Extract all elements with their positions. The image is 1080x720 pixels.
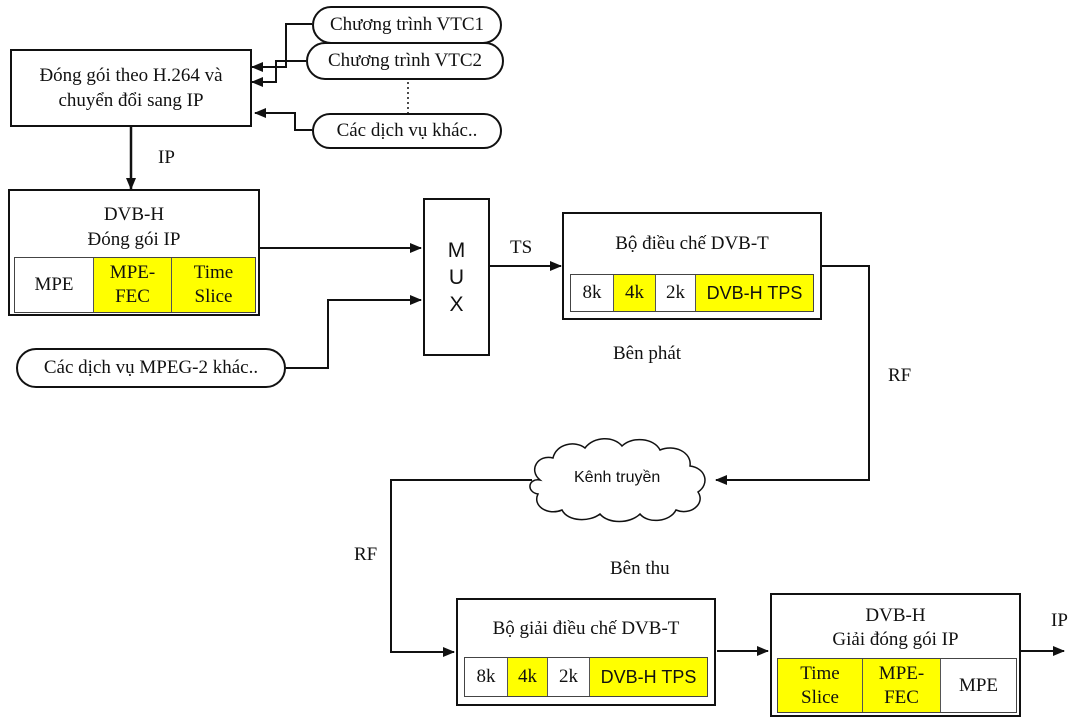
arrow-mpeg2-to-mux [286, 295, 422, 369]
ip-label-top: IP [158, 147, 175, 168]
receive-side-label: Bên thu [610, 558, 670, 579]
dvbh-tx-cells: MPE MPE- FEC Time Slice [14, 257, 256, 313]
dvbh-tx-subtitle: Đóng gói IP [87, 229, 181, 250]
arrow-vtc2-to-encap [251, 60, 306, 87]
encapsulation-box: Đóng gói theo H.264 và chuyển đổi sang I… [10, 49, 252, 127]
dvbh-rx-cell: MPE- FEC [862, 659, 940, 712]
dvbh-rx-cell: Time Slice [778, 659, 862, 712]
mux-letter: M [447, 239, 466, 262]
demodulator-cells: 8k 4k 2k DVB-H TPS [464, 657, 708, 697]
dvbh-tx-title: DVB-H [103, 204, 165, 225]
arrow-vtc1-to-encap [251, 23, 312, 72]
modulator-cell: 2k [655, 275, 695, 311]
channel-label: Kênh truyền [574, 469, 661, 486]
dvbh-tx-cell: MPE [34, 274, 74, 295]
dvbh-rx-box: DVB-H Giải đóng gói IP Time Slice MPE- F… [770, 593, 1021, 717]
dvbh-rx-title: DVB-H [865, 605, 926, 626]
arrow-other-to-encap [254, 108, 312, 131]
dvbh-rx-subtitle: Giải đóng gói IP [832, 629, 959, 650]
mux-letter: U [448, 266, 465, 289]
modulator-cell: 8k [571, 275, 613, 311]
modulator-cell: 4k [613, 275, 655, 311]
source-vtc1-label: Chương trình VTC1 [329, 14, 485, 35]
demodulator-cell: DVB-H TPS [589, 658, 707, 696]
modulator-cells: 8k 4k 2k DVB-H TPS [570, 274, 814, 312]
cloud-shape [529, 438, 706, 523]
mpeg2-services-label: Các dịch vụ MPEG-2 khác.. [43, 357, 259, 378]
rf-label-left: RF [354, 544, 378, 565]
source-vtc2-label: Chương trình VTC2 [327, 50, 483, 71]
dvbh-tx-box: DVB-H Đóng gói IP MPE MPE- FEC Time Slic… [8, 189, 260, 316]
demodulator-title: Bộ giải điều chế DVB-T [492, 618, 680, 639]
ip-label-out: IP [1051, 610, 1068, 631]
arrow-modulator-to-channel [715, 265, 870, 485]
demodulator-cell: 8k [465, 658, 507, 696]
arrow-channel-to-demod [390, 479, 532, 657]
source-other-label: Các dịch vụ khác.. [336, 120, 478, 141]
source-other-services: Các dịch vụ khác.. [312, 113, 502, 149]
mux-box: M U X [423, 198, 490, 356]
dvbh-tx-cell: MPE- FEC [93, 258, 171, 312]
modulator-cell: DVB-H TPS [695, 275, 813, 311]
dvbh-tx-cell: Time Slice [171, 258, 255, 312]
mpeg2-services: Các dịch vụ MPEG-2 khác.. [16, 348, 286, 388]
source-vtc2: Chương trình VTC2 [306, 42, 504, 80]
encap-line2: chuyển đổi sang IP [58, 90, 204, 111]
encap-line1: Đóng gói theo H.264 và [39, 65, 223, 86]
demodulator-box: Bộ giải điều chế DVB-T 8k 4k 2k DVB-H TP… [456, 598, 716, 706]
ts-label: TS [510, 237, 533, 258]
demodulator-cell: 2k [547, 658, 589, 696]
source-vtc1: Chương trình VTC1 [312, 6, 502, 44]
dvbh-rx-cell: MPE [940, 659, 1016, 712]
demodulator-cell: 4k [507, 658, 547, 696]
dvbh-rx-cells: Time Slice MPE- FEC MPE [777, 658, 1017, 713]
mux-letter: X [449, 293, 464, 316]
transmit-side-label: Bên phát [613, 343, 682, 364]
modulator-box: Bộ điều chế DVB-T 8k 4k 2k DVB-H TPS [562, 212, 822, 320]
modulator-title: Bộ điều chế DVB-T [615, 233, 769, 254]
rf-label-right: RF [888, 365, 912, 386]
